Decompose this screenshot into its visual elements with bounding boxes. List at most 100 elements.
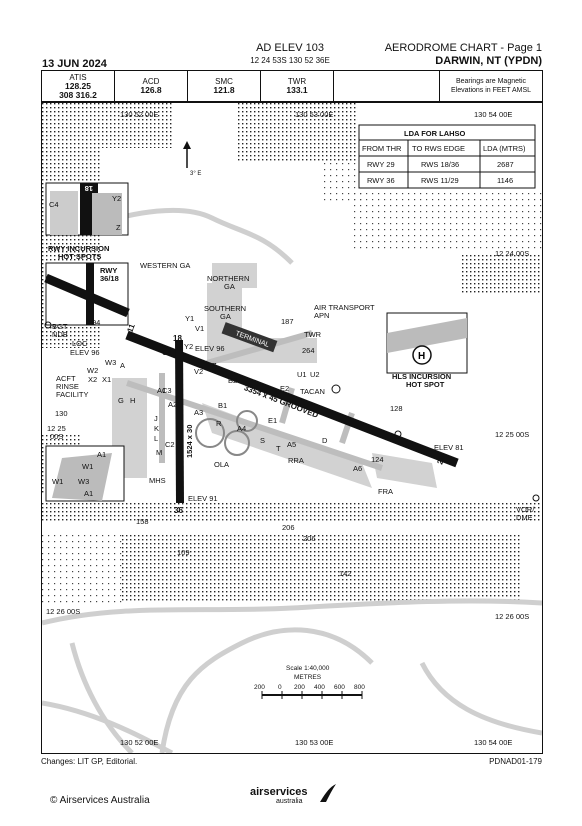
taxiway-z-label: Z xyxy=(212,361,217,370)
scale-tick-2: 200 xyxy=(294,684,305,691)
hls-hotspot-title: HLS INCURSION xyxy=(392,372,451,381)
tacan-label: TACAN xyxy=(300,387,325,396)
taxiway-w1-inset-b: W1 xyxy=(52,477,63,486)
northern-ga-label: NORTHERN xyxy=(207,274,249,283)
taxiway-c4-label: C4 xyxy=(162,348,172,357)
chart-date: 13 JUN 2024 xyxy=(42,58,107,70)
aerodrome-coordinates: 12 24 53S 130 52 36E xyxy=(250,56,330,65)
taxiway-s-label: S xyxy=(260,436,265,445)
rwy-18-threshold: 18 xyxy=(173,334,182,343)
taxiway-c4-inset: C4 xyxy=(49,200,59,209)
smc-cell: SMC 121.8 xyxy=(188,71,261,101)
grid-lat-24: 12 24 00S xyxy=(495,249,529,258)
air-transport-label-2: APN xyxy=(314,311,329,320)
acft-rinse-label-2: RINSE xyxy=(56,382,79,391)
rwy-hotspots-title: RWY INCURSION xyxy=(48,244,109,253)
taxiway-a1-inset: A1 xyxy=(97,450,106,459)
smc-freq: 121.8 xyxy=(213,85,235,95)
taxiway-y1-label: Y1 xyxy=(185,314,194,323)
airservices-logo: airservices australia xyxy=(250,784,340,816)
hotspot-inset-18 xyxy=(45,182,129,236)
elev-96-left: ELEV 96 xyxy=(70,348,100,357)
lda-col-from: FROM THR xyxy=(362,144,402,153)
western-ga-label: WESTERN GA xyxy=(140,261,190,270)
grid-lon-53-bottom: 130 53 00E xyxy=(295,738,333,747)
logo-main: airservices xyxy=(250,786,308,798)
atis-label: ATIS xyxy=(69,73,87,82)
grid-lon-54-bottom: 130 54 00E xyxy=(474,738,512,747)
chart-title: AERODROME CHART - Page 1 xyxy=(384,42,542,54)
taxiway-k-label: K xyxy=(154,424,159,433)
rwy-11-threshold: 11 xyxy=(125,322,137,334)
bgt-ndb-label-2: NDB xyxy=(52,330,68,339)
taxiway-j-label: J xyxy=(154,414,158,423)
twr-label: TWR xyxy=(304,330,322,339)
obstacle-187: 187 xyxy=(281,317,294,326)
grid-lat-25-left-2: 00S xyxy=(50,432,63,441)
lda-row-1-lda: 2687 xyxy=(497,160,514,169)
loc-label: LOC xyxy=(72,339,88,348)
grid-lon-52-top: 130 52 00E xyxy=(120,110,158,119)
document-id: PDNAD01-179 xyxy=(489,757,542,766)
taxiway-l-label: L xyxy=(154,434,158,443)
taxiway-w3-label: W3 xyxy=(105,358,116,367)
lda-row-2-from: RWY 36 xyxy=(367,176,395,185)
atis-cell: ATIS 128.25 308 316.2 xyxy=(42,71,115,101)
rwy-18-inset: 18 xyxy=(85,184,93,193)
scale-tick-0: 200 xyxy=(254,684,265,691)
taxiway-w1-inset: W1 xyxy=(82,462,93,471)
taxiway-b2-label: B2 xyxy=(228,376,237,385)
taxiway-w2-label: W2 xyxy=(87,366,98,375)
hotspot-inset-w xyxy=(45,445,125,502)
rwy-hotspots-title-2: HOT SPOTS xyxy=(58,252,101,261)
taxiway-h-label: H xyxy=(130,396,135,405)
taxiway-b1-label: B1 xyxy=(218,401,227,410)
hs-rwy-36-label-2: 36/18 xyxy=(100,274,119,283)
obstacle-128: 128 xyxy=(390,404,403,413)
taxiway-g-label: G xyxy=(118,396,124,405)
grid-lon-53-top: 130 53 00E xyxy=(295,110,333,119)
taxiway-t-label: T xyxy=(276,444,281,453)
vor-icon xyxy=(532,494,540,502)
taxiway-a6-label: A6 xyxy=(353,464,362,473)
grid-lat-26-left: 12 26 00S xyxy=(46,607,80,616)
atis-freq-1: 128.25 xyxy=(65,81,91,91)
smc-label: SMC xyxy=(215,77,233,86)
taxiway-w3-inset: W3 xyxy=(78,477,89,486)
taxiway-e2-label: E2 xyxy=(280,384,289,393)
aerodrome-map: H 130 52 xyxy=(41,102,543,754)
scale-bar xyxy=(261,691,363,699)
taxiway-e1-label: E1 xyxy=(268,416,277,425)
scale-title: Scale 1:40,000 xyxy=(286,665,330,672)
hls-inset: H xyxy=(386,312,468,374)
scale-tick-1: 0 xyxy=(278,684,282,691)
taxiway-a1-inset-b: A1 xyxy=(84,489,93,498)
logo-sub: australia xyxy=(276,798,303,805)
grid-lat-25: 12 25 00S xyxy=(495,430,529,439)
glide-path-icon xyxy=(394,430,402,438)
vor-dme-label: VOR/ xyxy=(516,505,535,514)
taxiway-a3-label: A3 xyxy=(194,408,203,417)
roads xyxy=(42,207,542,753)
runway-18-36 xyxy=(175,339,184,504)
grid-lon-54-top: 130 54 00E xyxy=(474,110,512,119)
taxiway-a4-label: A4 xyxy=(237,424,246,433)
elev-91-label: ELEV 91 xyxy=(188,494,218,503)
taxiway-a1-label: A1 xyxy=(157,386,166,395)
vor-dme-label-2: DME xyxy=(516,513,533,522)
northern-ga-label-2: GA xyxy=(224,282,235,291)
obstacle-206a: 206 xyxy=(282,523,295,532)
taxiway-u2-label: U2 xyxy=(310,370,320,379)
ola-circles xyxy=(195,410,258,456)
twr-freq: 133.1 xyxy=(286,85,308,95)
obstacle-206b: 206 xyxy=(303,534,316,543)
twr-label: TWR xyxy=(287,77,307,86)
taxiway-x2-label: X2 xyxy=(88,375,97,384)
lda-row-2-to: RWS 11/29 xyxy=(421,176,459,185)
twr-cell: TWR 133.1 xyxy=(261,71,334,101)
copyright: © Airservices Australia xyxy=(50,795,150,806)
taxiway-u1-label: U1 xyxy=(297,370,307,379)
taxiway-x1-label: X1 xyxy=(102,375,111,384)
rwy-18-36-dimensions: 1524 x 30 xyxy=(185,425,194,458)
hls-h-icon: H xyxy=(418,351,425,362)
